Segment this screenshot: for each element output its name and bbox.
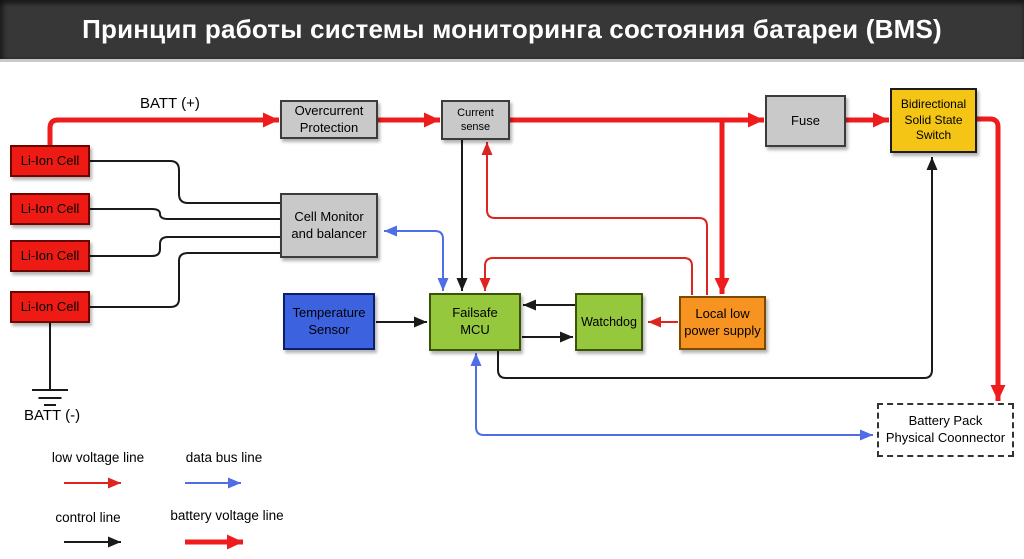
block-overcurrent-protection: Overcurrent Protection	[280, 100, 378, 139]
bus-mcu-to-connector-line	[470, 353, 873, 441]
legend-battery-voltage-label: battery voltage line	[170, 508, 284, 523]
block-fuse: Fuse	[765, 95, 846, 147]
block-bidirectional-solid-state-switch: Bidirectional Solid State Switch	[890, 88, 977, 153]
lv-line-supply-to-mcu	[479, 257, 693, 295]
block-current-sense: Current sense	[441, 100, 510, 140]
cell3-to-monitor-line	[90, 236, 280, 257]
cell1-to-monitor-line	[90, 160, 280, 204]
cell4-to-monitor-line	[90, 252, 280, 308]
legend-low-voltage-label: low voltage line	[51, 450, 145, 465]
batt-line-switch-to-connector	[977, 116, 1006, 401]
legend-data-bus-label: data bus line	[185, 450, 263, 465]
batt-plus-label: BATT (+)	[140, 95, 200, 112]
block-temperature-sensor: Temperature Sensor	[283, 293, 375, 350]
block-li-ion-cell-1: Li-Ion Cell	[10, 145, 90, 177]
block-cell-monitor-and-balancer: Cell Monitor and balancer	[280, 193, 378, 258]
cell2-to-monitor-line	[90, 208, 280, 220]
block-watchdog: Watchdog	[575, 293, 643, 351]
batt-line-cell-to-overcurrent	[47, 112, 279, 146]
block-li-ion-cell-3: Li-Ion Cell	[10, 240, 90, 272]
block-li-ion-cell-2: Li-Ion Cell	[10, 193, 90, 225]
block-li-ion-cell-4: Li-Ion Cell	[10, 291, 90, 323]
block-local-low-power-supply: Local low power supply	[679, 296, 766, 350]
title-bar: Принцип работы системы мониторинга состо…	[0, 0, 1024, 62]
block-failsafe-mcu: Failsafe MCU	[429, 293, 521, 351]
lv-line-supply-to-current-sense	[481, 142, 708, 295]
batt-minus-label: BATT (-)	[24, 407, 81, 424]
block-battery-pack-physical-connector: Battery Pack Physical Coonnector	[877, 403, 1014, 457]
bus-mcu-to-monitor-line	[384, 225, 449, 291]
ground-symbol	[32, 389, 68, 406]
legend-control-label: control line	[55, 510, 121, 525]
page-title: Принцип работы системы мониторинга состо…	[82, 14, 942, 44]
